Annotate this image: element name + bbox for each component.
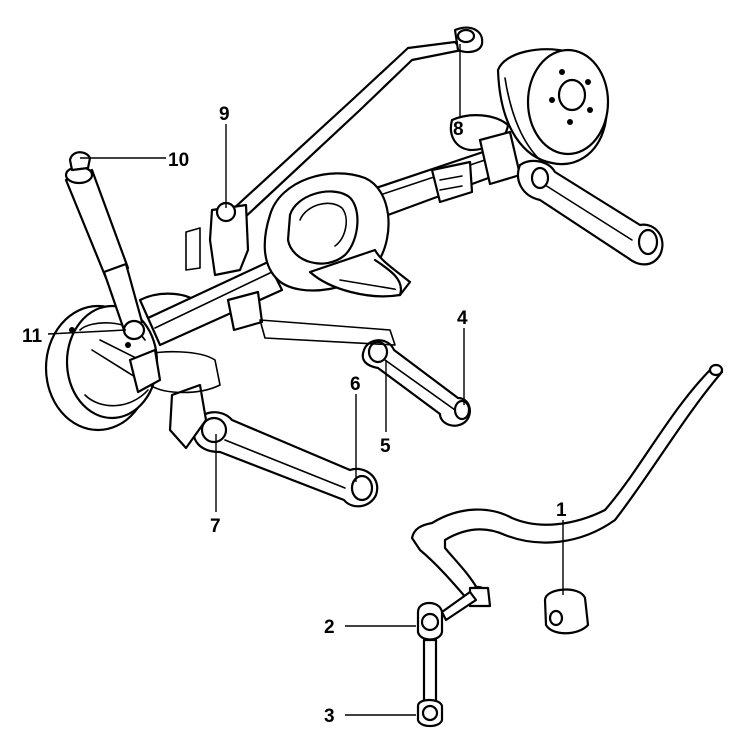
callout-5: 5	[380, 436, 391, 457]
stabilizer-link	[416, 590, 478, 728]
track-bar	[230, 26, 484, 222]
callout-7: 7	[210, 516, 221, 537]
callout-8: 8	[453, 119, 464, 140]
callout-1: 1	[556, 500, 567, 521]
callout-2: 2	[324, 617, 335, 638]
brake-drum-right	[449, 48, 610, 166]
leader-lines	[47, 44, 564, 716]
callout-4: 4	[457, 308, 468, 329]
upper-control-arm	[361, 339, 471, 427]
callouts: 1 2 3 4 5 6 7 8 9 10 11	[22, 104, 567, 727]
right-trailing-arm	[516, 159, 664, 266]
callout-6: 6	[350, 374, 361, 395]
callout-3: 3	[324, 706, 335, 727]
axle-brackets	[185, 130, 522, 332]
callout-9: 9	[219, 104, 230, 125]
stabilizer-bar	[410, 363, 724, 608]
callout-11: 11	[22, 326, 43, 347]
shock-absorber	[64, 151, 146, 341]
stabilizer-bushing	[543, 588, 590, 635]
axle-mount-plate	[128, 319, 396, 394]
left-lower-control-arm	[168, 383, 379, 508]
callout-10: 10	[168, 150, 189, 171]
